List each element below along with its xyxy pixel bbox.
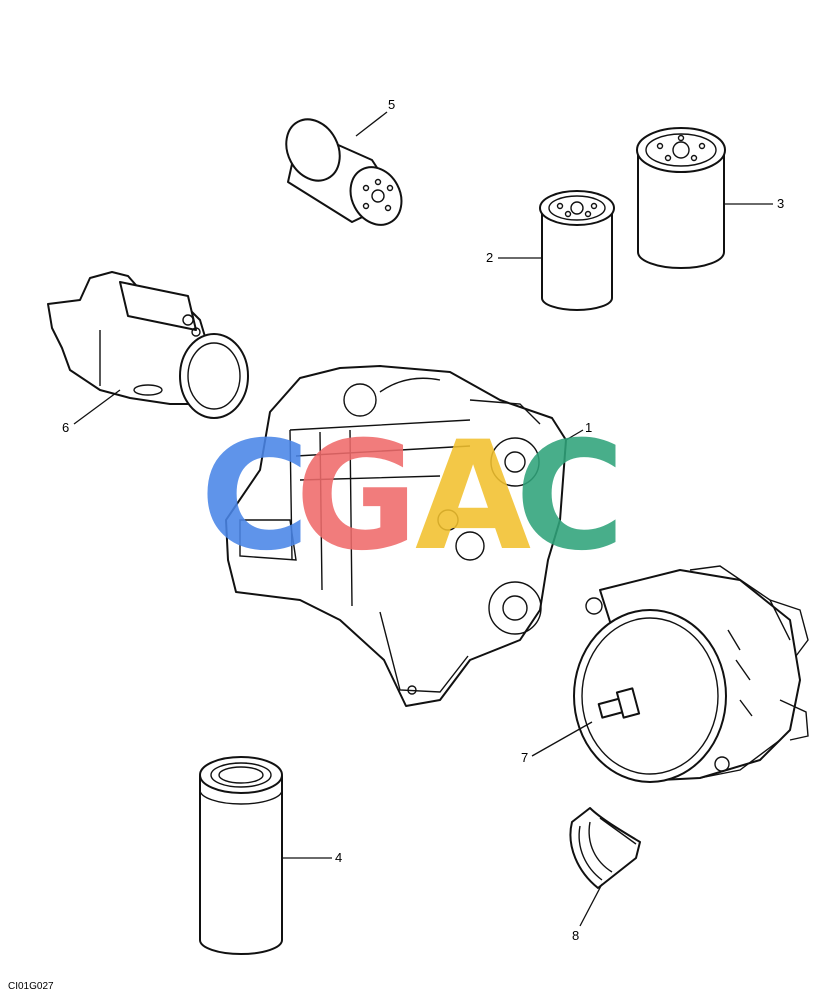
figure-code: CI01G027	[8, 981, 54, 992]
callout-7: 7	[521, 750, 528, 765]
callout-2: 2	[486, 250, 493, 265]
engine-1-drawing	[225, 365, 567, 707]
watermark-letter-4: C	[515, 410, 625, 584]
leader-1	[565, 429, 584, 441]
callout-6: 6	[62, 420, 69, 435]
leader-5	[355, 111, 388, 137]
filter-5-drawing	[285, 118, 403, 226]
leader-lines	[73, 111, 773, 927]
leader-6	[73, 389, 121, 425]
callout-5: 5	[388, 97, 395, 112]
leader-8	[579, 883, 603, 927]
watermark-letter-3: A	[415, 410, 531, 584]
watermark-letter-2: G	[295, 410, 418, 584]
belt-8-drawing	[569, 807, 641, 889]
callout-1: 1	[585, 420, 592, 435]
callout-4: 4	[335, 850, 342, 865]
callout-3: 3	[777, 196, 784, 211]
filter-4-drawing	[199, 756, 283, 955]
watermark-letter-1: C	[200, 410, 310, 584]
callout-8: 8	[572, 928, 579, 943]
leader-7	[531, 721, 593, 757]
watermark: C G A C	[200, 410, 625, 584]
alternator-7-drawing	[573, 565, 809, 783]
filter-3-drawing	[636, 127, 726, 269]
filter-2-drawing	[539, 190, 615, 311]
callout-labels: 1 2 3 4 5 6 7 8	[62, 97, 784, 943]
starter-motor-6-drawing	[47, 271, 249, 419]
